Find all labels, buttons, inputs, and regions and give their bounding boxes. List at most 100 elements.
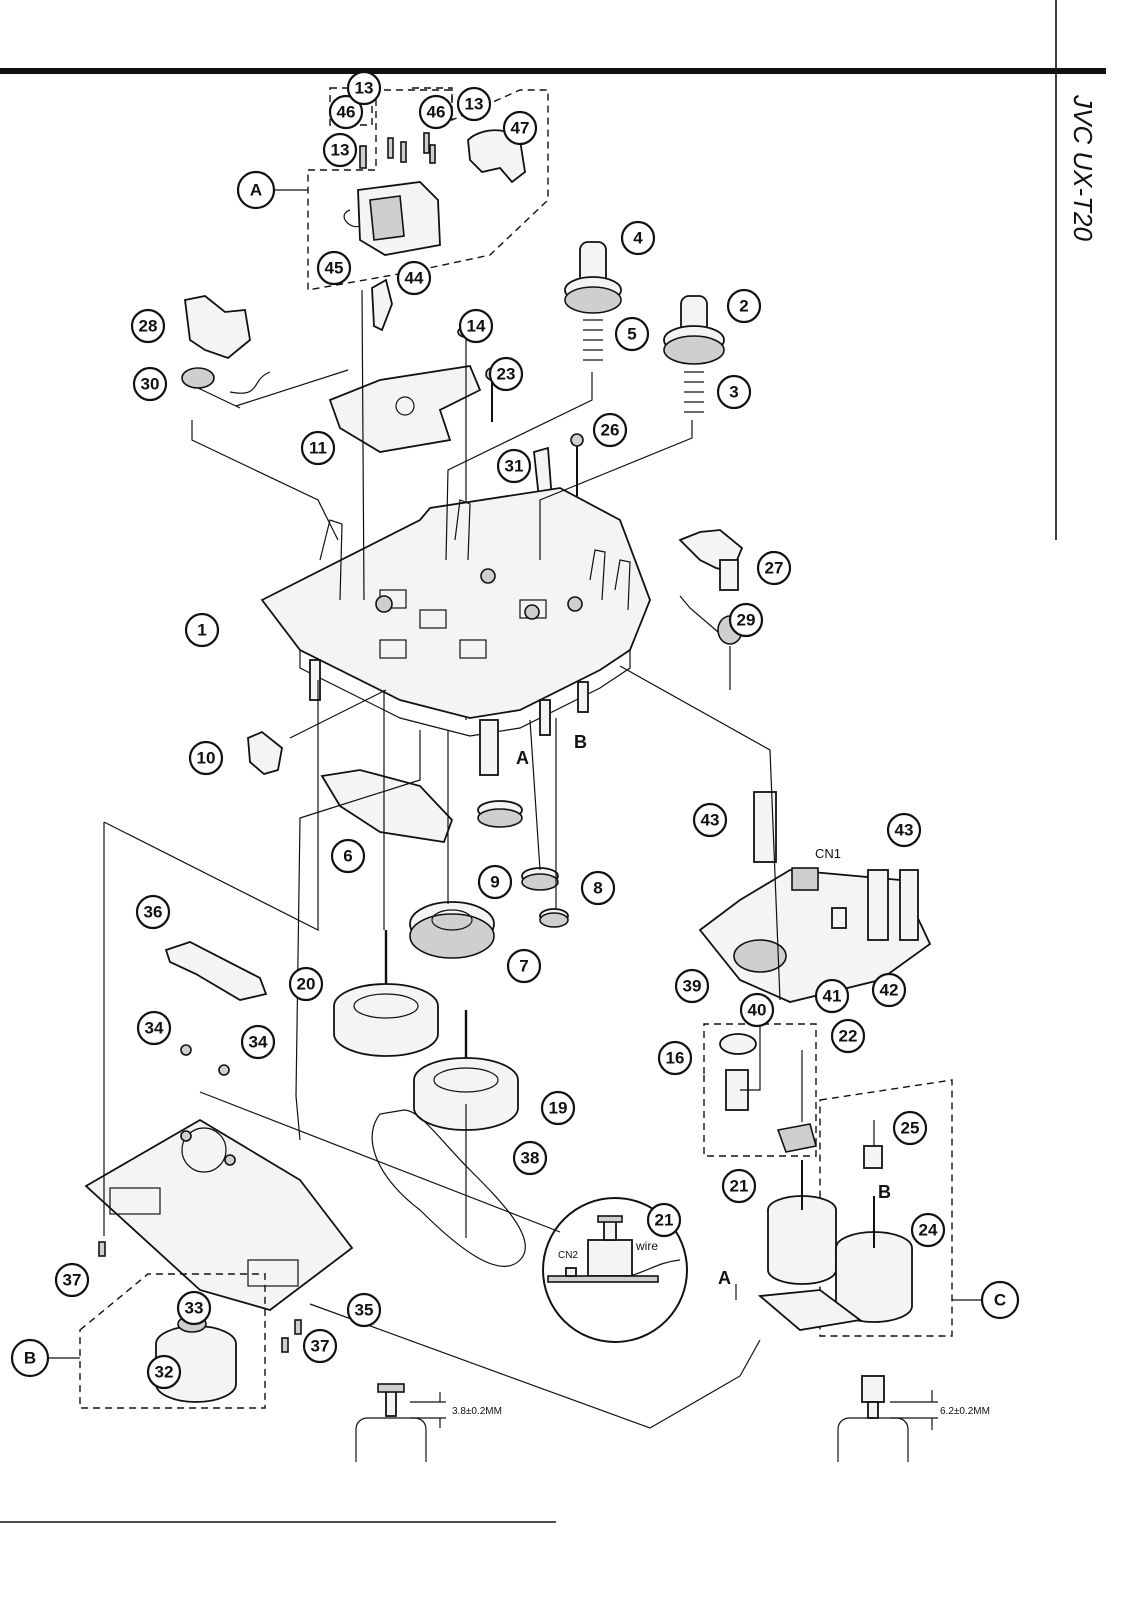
callout-10: 10: [188, 740, 224, 776]
callout-number: 41: [823, 987, 842, 1006]
callout-13: 13: [322, 132, 358, 168]
callout-number: 1: [197, 621, 206, 640]
callout-29: 29: [728, 602, 764, 638]
reel-table-4: [564, 241, 622, 361]
callout-34: 34: [240, 1024, 276, 1060]
dim-left-label: 3.8±0.2MM: [452, 1406, 502, 1417]
head-wire: [343, 209, 361, 228]
callout-44: 44: [396, 260, 432, 296]
callout-30: 30: [132, 366, 168, 402]
callout-28: 28: [130, 308, 166, 344]
callout-number: 24: [919, 1221, 938, 1240]
callout-11: 11: [300, 430, 336, 466]
callout-3: 3: [716, 374, 752, 410]
callout-number: 44: [405, 269, 424, 288]
capstan-motor-32: [155, 1315, 237, 1403]
main-chassis-1: [260, 487, 651, 776]
callout-number: 13: [355, 79, 374, 98]
callout-number: 5: [627, 325, 636, 344]
section-16-outline: [703, 1023, 817, 1157]
callout-22: 22: [830, 1018, 866, 1054]
callout-35: 35: [346, 1292, 382, 1328]
callout-number: 25: [901, 1119, 920, 1138]
callout-24: 24: [910, 1212, 946, 1248]
callout-number: 39: [683, 977, 702, 996]
callout-42: 42: [871, 972, 907, 1008]
gear-9: [477, 800, 523, 828]
motor-21: [767, 1123, 837, 1285]
callout-number: 29: [737, 611, 756, 630]
callout-number: 38: [521, 1149, 540, 1168]
callout-number: 8: [593, 879, 602, 898]
axis-letter-a-upper: A: [516, 748, 529, 768]
head-core: [369, 195, 405, 241]
callout-number: 40: [748, 1001, 767, 1020]
callout-number: 2: [739, 297, 748, 316]
svg-text:C: C: [994, 1291, 1006, 1310]
bottom-plate-35: [84, 1118, 354, 1311]
callout-number: 31: [505, 457, 524, 476]
callout-1: 1: [184, 612, 220, 648]
azimuth-spring-44: [371, 278, 393, 332]
cam-gear-7: [409, 901, 495, 959]
callout-number: 27: [765, 559, 784, 578]
switch-assembly-28: [181, 295, 271, 409]
section-letter-a: A: [236, 170, 276, 210]
callout-number: 33: [185, 1299, 204, 1318]
callout-37: 37: [302, 1328, 338, 1364]
svg-text:21: 21: [655, 1211, 674, 1230]
callout-43: 43: [692, 802, 728, 838]
screws: [98, 1044, 302, 1353]
callout-34: 34: [136, 1010, 172, 1046]
lever-10: [247, 730, 283, 775]
callout-40: 40: [739, 992, 775, 1028]
head-plate-11: [328, 365, 482, 453]
callout-46: 46: [328, 94, 364, 130]
callout-number: 36: [144, 903, 163, 922]
callout-14: 14: [458, 308, 494, 344]
axis-letter-a-lower: A: [718, 1268, 731, 1288]
dimension-sketch-left: [355, 1383, 446, 1462]
callout-number: 47: [511, 119, 530, 138]
callout-21: 21: [721, 1168, 757, 1204]
callout-16: 16: [657, 1040, 693, 1076]
callout-number: 43: [701, 811, 720, 830]
cn1-label: CN1: [815, 846, 841, 861]
callout-13: 13: [346, 70, 382, 106]
drive-belt-38: [371, 1109, 526, 1267]
sensor-board-43: [698, 791, 932, 1003]
callout-number: 43: [895, 821, 914, 840]
callout-45: 45: [316, 250, 352, 286]
lever-36: [164, 941, 268, 1001]
callout-number: 35: [355, 1301, 374, 1320]
callout-number: 4: [633, 229, 643, 248]
callout-number: 34: [145, 1019, 164, 1038]
head-screws: [359, 132, 436, 169]
callout-number: 13: [331, 141, 350, 160]
section-letter-c: C: [980, 1280, 1020, 1320]
callout-9: 9: [477, 864, 513, 900]
callout-36: 36: [135, 894, 171, 930]
gear-8: [521, 867, 569, 928]
axis-letter-b-upper: B: [574, 732, 587, 752]
callout-8: 8: [580, 870, 616, 906]
callout-number: 9: [490, 873, 499, 892]
callout-number: 21: [730, 1177, 749, 1196]
svg-text:B: B: [24, 1349, 36, 1368]
callout-number: 10: [197, 749, 216, 768]
inset-motor: [547, 1215, 681, 1283]
callout-number: 34: [249, 1033, 268, 1052]
callout-number: 19: [549, 1099, 568, 1118]
inset-cn2-label: CN2: [558, 1250, 578, 1261]
callout-4: 4: [620, 220, 656, 256]
callout-number: 46: [427, 103, 446, 122]
callout-25: 25: [892, 1110, 928, 1146]
callout-number: 30: [141, 375, 160, 394]
section-b-outline: [79, 1273, 266, 1409]
callout-43: 43: [886, 812, 922, 848]
callout-2: 2: [726, 288, 762, 324]
callout-number: 3: [729, 383, 738, 402]
top-rule: [0, 68, 1106, 74]
